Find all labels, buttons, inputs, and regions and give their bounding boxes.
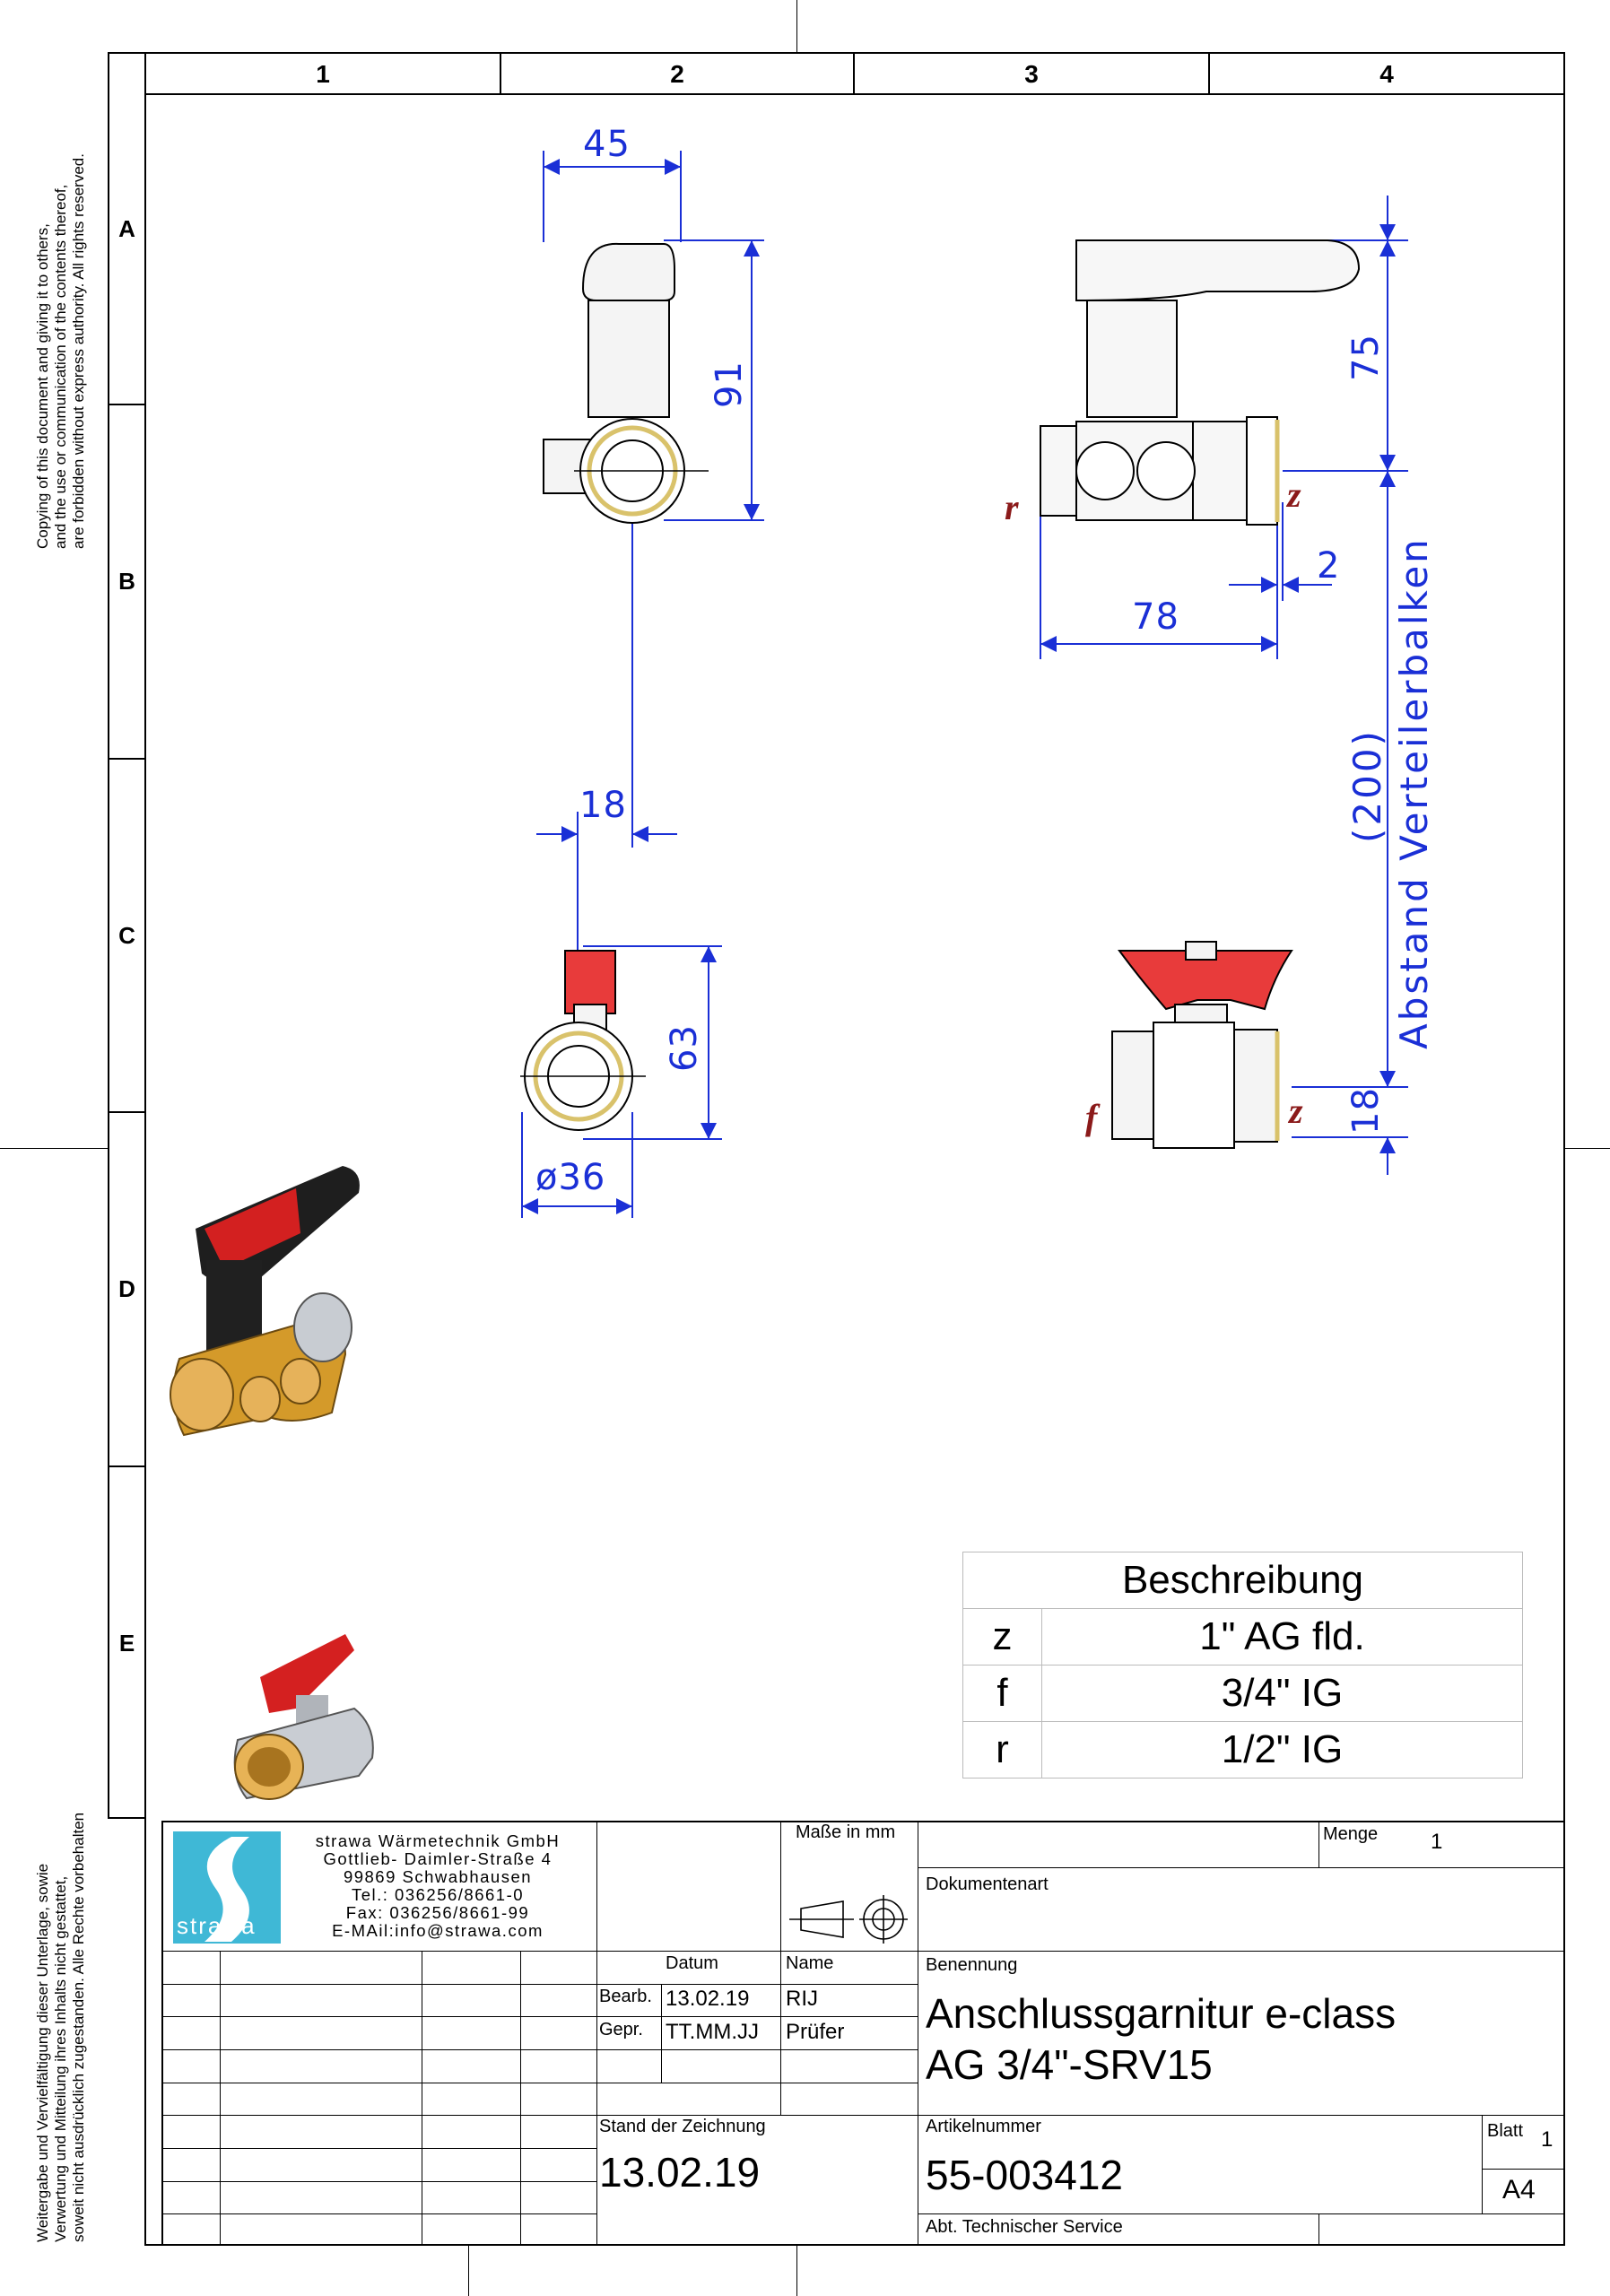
units-label: Maße in mm <box>796 1822 896 1842</box>
table-row: f 3/4" IG <box>962 1665 1523 1722</box>
row-key: r <box>962 1721 1042 1779</box>
dimension-78: 78 <box>1132 596 1179 638</box>
zone-row-strip <box>108 52 146 1819</box>
zone-column-3: 3 <box>855 54 1210 94</box>
row-key: f <box>962 1665 1042 1722</box>
table-row: z 1" AG fld. <box>962 1608 1523 1665</box>
row-value: 1" AG fld. <box>1041 1608 1523 1665</box>
dimension-75: 75 <box>1345 334 1387 381</box>
zone-row-d: D <box>108 1113 146 1467</box>
zone-row-a: A <box>108 54 146 405</box>
spacing-label: Abstand Verteilerbalken <box>1392 536 1436 1049</box>
dimension-diameter-36: ø36 <box>535 1157 606 1198</box>
row-value: 3/4" IG <box>1041 1665 1523 1722</box>
trim-mark-right <box>1564 1148 1610 1149</box>
zone-row-b: B <box>108 405 146 760</box>
label-z-top: z <box>1287 474 1301 515</box>
label-r: r <box>1005 487 1019 527</box>
benennung-label: Benennung <box>926 1955 1018 1975</box>
menge-value: 1 <box>1431 1830 1443 1854</box>
bearb-label: Bearb. <box>599 1987 652 2006</box>
dimension-2: 2 <box>1317 545 1341 587</box>
trim-mark-bottom-right <box>796 2244 797 2296</box>
logo-wordmark: strawa <box>177 1912 257 1939</box>
bearb-name: RIJ <box>786 1987 818 2011</box>
dimension-18-bottom: 18 <box>1345 1087 1387 1135</box>
trim-mark-top <box>796 0 797 52</box>
description-table: Beschreibung z 1" AG fld. f 3/4" IG r 1/… <box>962 1552 1523 1779</box>
stand-label: Stand der Zeichnung <box>599 2117 766 2136</box>
spacing-value: (200) <box>1345 728 1389 843</box>
row-value: 1/2" IG <box>1041 1721 1523 1779</box>
description-header: Beschreibung <box>962 1552 1523 1609</box>
name-label: Name <box>786 1953 834 1973</box>
table-row: r 1/2" IG <box>962 1721 1523 1779</box>
label-f: f <box>1085 1097 1098 1137</box>
dimension-18-top: 18 <box>579 785 627 826</box>
bearb-date: 13.02.19 <box>666 1987 750 2011</box>
zone-row-c: C <box>108 760 146 1113</box>
format-label: A4 <box>1502 2175 1536 2205</box>
doc-type-label: Dokumentenart <box>926 1874 1049 1894</box>
blatt-label: Blatt <box>1487 2121 1524 2141</box>
stand-value: 13.02.19 <box>599 2149 761 2196</box>
row-key: z <box>962 1608 1042 1665</box>
zone-header-divider <box>144 93 1565 95</box>
gepr-name: Prüfer <box>786 2020 845 2044</box>
zone-column-1: 1 <box>146 54 501 94</box>
department-label: Abt. Technischer Service <box>926 2217 1123 2237</box>
gepr-label: Gepr. <box>599 2020 643 2039</box>
menge-label: Menge <box>1323 1824 1379 1844</box>
blatt-value: 1 <box>1541 2127 1553 2152</box>
trim-mark-left <box>0 1148 108 1149</box>
dimension-63: 63 <box>664 1024 705 1072</box>
title-line-1: Anschlussgarnitur e-class <box>926 1990 1397 2037</box>
label-z-bottom: z <box>1289 1091 1303 1131</box>
trim-mark-bottom-left <box>468 2244 469 2296</box>
zone-column-4: 4 <box>1379 60 1394 88</box>
dimension-45: 45 <box>583 124 631 165</box>
artikel-label: Artikelnummer <box>926 2117 1041 2136</box>
datum-label: Datum <box>666 1953 718 1973</box>
gepr-date: TT.MM.JJ <box>666 2020 759 2044</box>
zone-column-2: 2 <box>501 54 855 94</box>
artikel-value: 55-003412 <box>926 2152 1123 2198</box>
zone-row-e: E <box>118 1629 135 1657</box>
title-line-2: AG 3/4"-SRV15 <box>926 2041 1213 2088</box>
dimension-91: 91 <box>709 361 750 408</box>
